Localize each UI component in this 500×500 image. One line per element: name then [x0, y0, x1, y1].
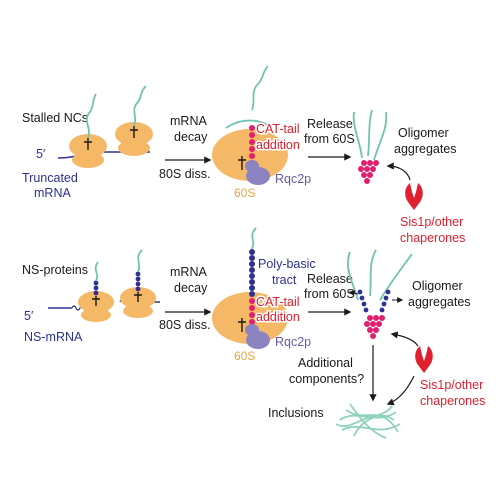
- five-prime-label: 5′: [36, 147, 46, 161]
- ns-five-prime-label: 5′: [24, 309, 34, 323]
- top-oligomer-aggregate: [352, 109, 388, 184]
- top-chaperone-arrow: [386, 162, 411, 181]
- truncated-label: Truncated: [22, 171, 78, 185]
- top-mrna-label: mRNA: [170, 114, 207, 128]
- bottom-chaperone-arrow-down: [386, 375, 415, 406]
- top-release-label: Release: [307, 117, 353, 131]
- top-rqc2p-label: Rqc2p: [275, 172, 311, 186]
- top-decay-label: decay: [174, 130, 208, 144]
- top-cat-tail-beads: [249, 125, 255, 159]
- top-rqc2p-shape: [245, 160, 270, 185]
- bottom-chaperone-arrow-up: [390, 331, 419, 347]
- bottom-from-60s-label: from 60S: [304, 287, 355, 301]
- bottom-arrow-repel-left: [348, 290, 359, 297]
- bottom-mrna-label: mRNA: [170, 265, 207, 279]
- bottom-chaperone-label-2: chaperones: [420, 394, 485, 408]
- top-chaperone-label-1: Sis1p/other: [400, 215, 463, 229]
- ns-ribosome-2: [120, 249, 156, 318]
- top-from-60s-label: from 60S: [304, 132, 355, 146]
- top-cat-tail-label: CAT-tail: [256, 122, 300, 136]
- bottom-80s-diss-label: 80S diss.: [159, 318, 210, 332]
- bottom-60s-complex: [212, 227, 288, 349]
- components-label: components?: [289, 372, 364, 386]
- top-chaperone-icon: [405, 183, 423, 210]
- bottom-addition-label: addition: [256, 310, 300, 324]
- bottom-decay-label: decay: [174, 281, 208, 295]
- top-panel: Stalled NCs 5′ Truncated mRNA mRNA decay…: [22, 65, 465, 245]
- top-80s-diss-label: 80S diss.: [159, 167, 210, 181]
- bottom-chaperone-icon: [415, 346, 433, 373]
- polybasic-label: Poly-basic: [258, 257, 316, 271]
- inclusions-fibrils: [335, 403, 401, 439]
- stalled-ncs-label: Stalled NCs: [22, 111, 88, 125]
- bottom-release-label: Release: [307, 272, 353, 286]
- top-oligomer-label: Oligomer: [398, 126, 449, 140]
- inclusions-label: Inclusions: [268, 406, 324, 420]
- bottom-cat-tail-beads: [249, 298, 255, 325]
- tract-label: tract: [272, 273, 297, 287]
- bottom-rqc2p-shape: [245, 324, 270, 349]
- bottom-oligomer-label: Oligomer: [412, 279, 463, 293]
- top-60s-label: 60S: [234, 186, 255, 200]
- bottom-chaperone-label-1: Sis1p/other: [420, 378, 483, 392]
- mrna-label: mRNA: [34, 186, 71, 200]
- bottom-oligomer-aggregate: [346, 249, 413, 339]
- bottom-60s-label: 60S: [234, 349, 255, 363]
- bottom-aggregates-label: aggregates: [408, 295, 471, 309]
- top-chaperone-label-2: chaperones: [400, 231, 465, 245]
- stalled-ribosome-1: [69, 93, 107, 168]
- stalled-ribosome-2: [115, 85, 153, 156]
- top-aggregates-label: aggregates: [394, 142, 457, 156]
- top-60s-complex: [212, 65, 288, 185]
- bottom-rqc2p-label: Rqc2p: [275, 335, 311, 349]
- top-addition-label: addition: [256, 138, 300, 152]
- bottom-panel: NS-proteins 5′ NS-mRNA: [22, 227, 485, 439]
- polybasic-beads: [249, 249, 255, 297]
- ns-mrna-label: NS-mRNA: [24, 330, 83, 344]
- ns-proteins-label: NS-proteins: [22, 263, 88, 277]
- additional-label: Additional: [298, 356, 353, 370]
- ns-ribosome-1: [78, 261, 114, 322]
- bottom-cat-tail-label: CAT-tail: [256, 295, 300, 309]
